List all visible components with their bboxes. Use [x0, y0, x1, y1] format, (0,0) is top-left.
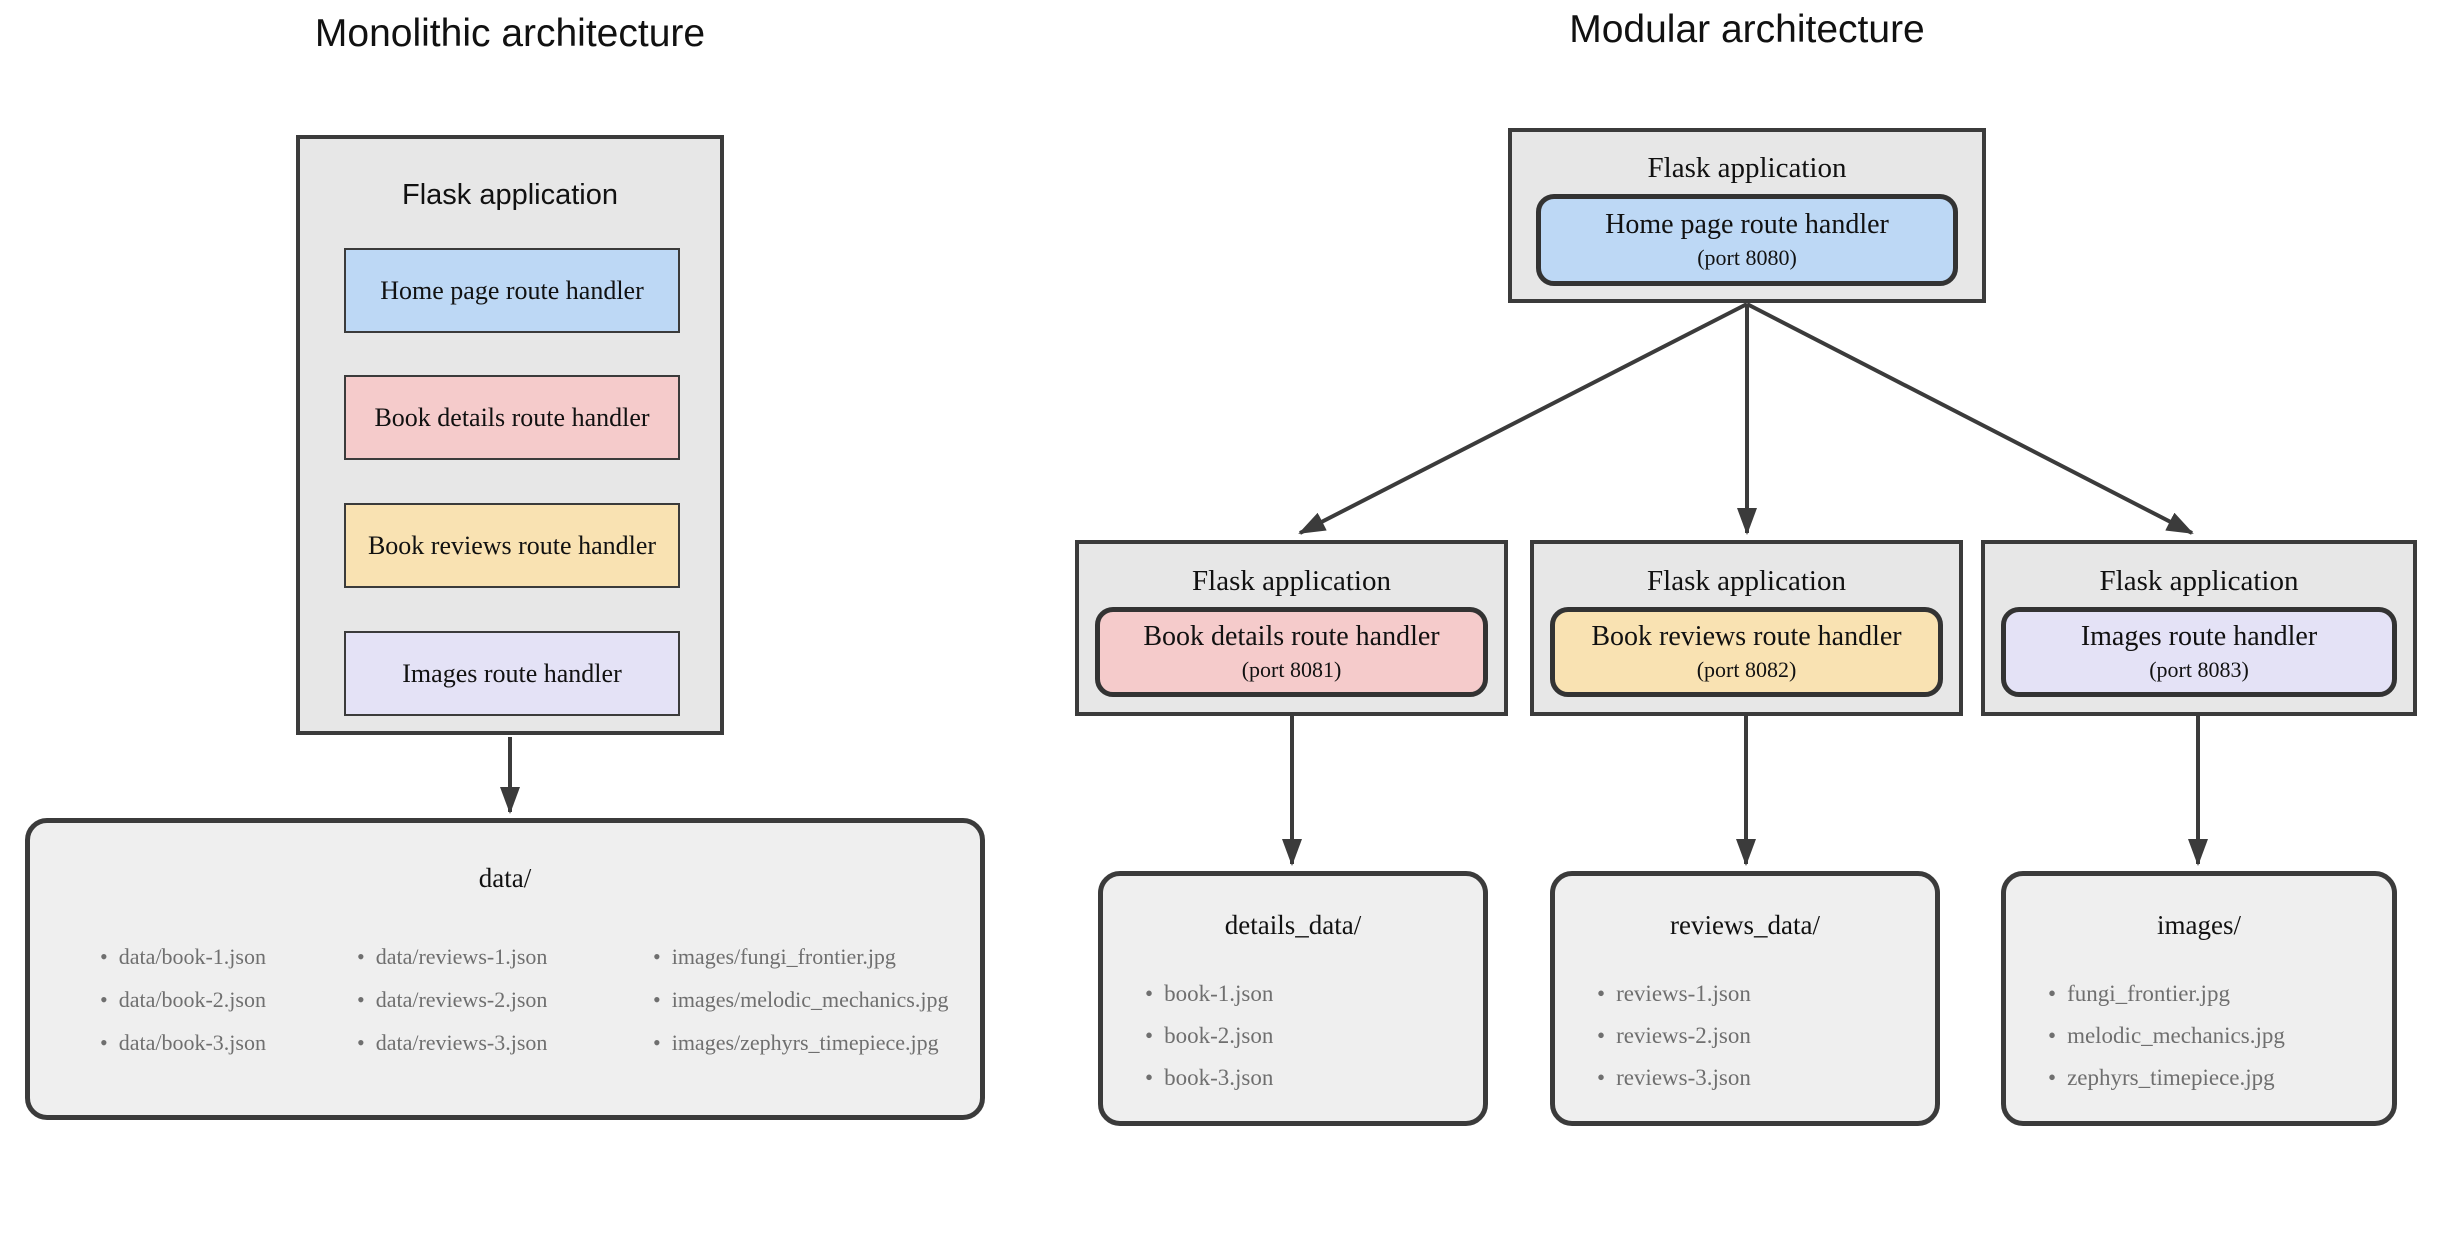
file-item: reviews-2.json — [1597, 1015, 1751, 1057]
details-data-folder-box: details_data/ book-1.json book-2.json bo… — [1098, 871, 1488, 1126]
arrow-root-to-images — [1746, 302, 2194, 535]
service-app-label: Flask application — [1192, 565, 1391, 597]
file-item: reviews-3.json — [1597, 1057, 1751, 1099]
data-file-column-books: data/book-1.json data/book-2.json data/b… — [100, 935, 266, 1064]
handler-book-details-service: Book details route handler (port 8081) — [1095, 607, 1488, 697]
modular-title: Modular architecture — [1569, 8, 1925, 51]
service-app-box-reviews: Flask application Book reviews route han… — [1530, 540, 1963, 716]
service-app-box-images: Flask application Images route handler (… — [1981, 540, 2417, 716]
monolithic-app-label: Flask application — [402, 179, 618, 211]
handler-images-service: Images route handler (port 8083) — [2001, 607, 2397, 697]
reviews-data-file-list: reviews-1.json reviews-2.json reviews-3.… — [1597, 973, 1751, 1099]
data-file-column-reviews: data/reviews-1.json data/reviews-2.json … — [357, 935, 548, 1064]
file-item: book-2.json — [1145, 1015, 1273, 1057]
data-folder-box: data/ data/book-1.json data/book-2.json … — [25, 818, 985, 1120]
file-item: images/melodic_mechanics.jpg — [653, 978, 949, 1021]
file-item: images/fungi_frontier.jpg — [653, 935, 948, 978]
file-item: data/book-3.json — [100, 1021, 266, 1064]
file-item: data/reviews-3.json — [357, 1021, 548, 1064]
details-data-file-list: book-1.json book-2.json book-3.json — [1145, 973, 1273, 1099]
images-file-list: fungi_frontier.jpg melodic_mechanics.jpg… — [2048, 973, 2285, 1099]
file-item: zephyrs_timepiece.jpg — [2048, 1057, 2285, 1099]
handler-port: (port 8080) — [1697, 245, 1797, 270]
handler-images: Images route handler — [344, 631, 680, 716]
images-folder-box: images/ fungi_frontier.jpg melodic_mecha… — [2001, 871, 2397, 1126]
file-item: images/zephyrs_timepiece.jpg — [653, 1021, 948, 1064]
handler-home-page: Home page route handler — [344, 248, 680, 333]
details-data-title: details_data/ — [1224, 910, 1362, 940]
handler-port: (port 8082) — [1696, 657, 1797, 682]
handler-label: Book reviews route handler — [1591, 621, 1902, 652]
modular-root-app-box: Flask application Home page route handle… — [1508, 128, 1986, 303]
handler-port: (port 8081) — [1241, 657, 1342, 682]
reviews-data-folder-box: reviews_data/ reviews-1.json reviews-2.j… — [1550, 871, 1940, 1126]
root-app-label: Flask application — [1647, 152, 1847, 184]
file-item: reviews-1.json — [1597, 973, 1751, 1015]
file-item: data/book-2.json — [100, 978, 266, 1021]
handler-book-reviews: Book reviews route handler — [344, 503, 680, 588]
file-item: book-3.json — [1145, 1057, 1273, 1099]
monolithic-title: Monolithic architecture — [314, 12, 706, 55]
file-item: data/book-1.json — [100, 935, 266, 978]
data-folder-title: data/ — [478, 863, 532, 893]
handler-label: Images route handler — [2080, 621, 2318, 652]
images-folder-title: images/ — [2157, 910, 2241, 940]
file-item: book-1.json — [1145, 973, 1273, 1015]
service-app-box-details: Flask application Book details route han… — [1075, 540, 1508, 716]
handler-book-details: Book details route handler — [344, 375, 680, 460]
file-item: melodic_mechanics.jpg — [2048, 1015, 2285, 1057]
file-item: data/reviews-1.json — [357, 935, 548, 978]
data-file-column-images: images/fungi_frontier.jpg images/melodic… — [653, 935, 949, 1064]
service-app-label: Flask application — [1647, 565, 1846, 597]
service-app-label: Flask application — [2099, 565, 2299, 597]
handler-label: Home page route handler — [1605, 209, 1889, 240]
file-item: data/reviews-2.json — [357, 978, 548, 1021]
handler-label: Book details route handler — [1143, 621, 1440, 652]
monolithic-flask-app-box: Flask application Home page route handle… — [296, 135, 724, 735]
handler-port: (port 8083) — [2149, 657, 2249, 682]
arrow-root-to-details — [1298, 302, 1748, 535]
handler-book-reviews-service: Book reviews route handler (port 8082) — [1550, 607, 1943, 697]
file-item: fungi_frontier.jpg — [2048, 973, 2285, 1015]
reviews-data-title: reviews_data/ — [1670, 910, 1820, 940]
handler-home-page-service: Home page route handler (port 8080) — [1536, 194, 1958, 286]
